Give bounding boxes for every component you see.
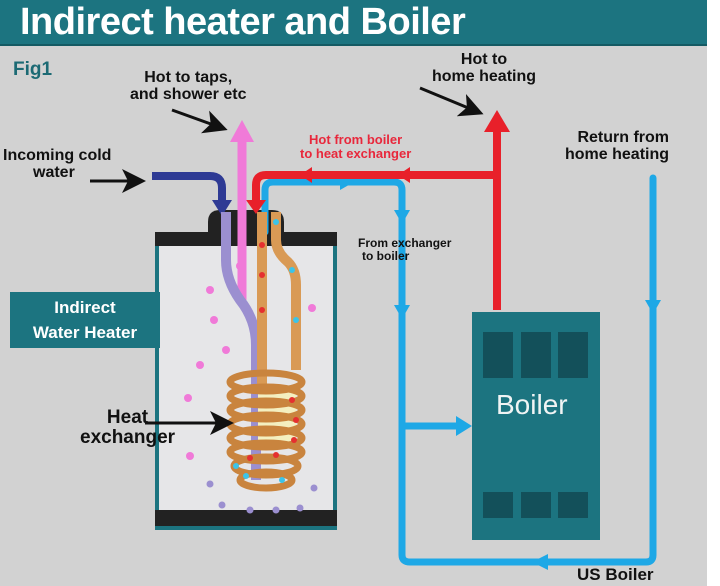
heated-water-particles <box>184 262 316 460</box>
label-line: home heating <box>432 67 537 85</box>
label-line: Incoming cold <box>3 147 112 164</box>
page-title: Indirect heater and Boiler <box>20 1 466 43</box>
boiler-label: Boiler <box>496 389 568 420</box>
label-line: exchanger <box>80 426 176 448</box>
label-line: water <box>33 163 75 181</box>
hot-pipe <box>252 128 501 310</box>
cold-water-particles <box>206 480 318 514</box>
pointer-arrows <box>90 86 484 435</box>
label-hot-to-taps: Hot to taps, and shower etc <box>130 69 247 104</box>
return-pipe-loop <box>261 174 657 566</box>
cool-water-dots <box>233 219 299 483</box>
boiler-unit <box>472 312 600 540</box>
label-hot-from-boiler: Hot from boiler to heat exchanger <box>300 133 411 160</box>
label-line: to heat exchanger <box>300 145 412 161</box>
label-incoming-cold-water: Incoming cold water <box>3 147 112 182</box>
label-line: From exchanger <box>358 236 452 250</box>
label-line: Water Heater <box>32 323 138 342</box>
label-line: Hot from boiler <box>309 132 403 147</box>
label-indirect-water-heater: Indirect Water Heater <box>10 292 160 348</box>
label-heat-exchanger: Heat exchanger <box>80 408 175 448</box>
label-line: Heat <box>106 407 149 428</box>
label-return-from-home-heating: Return from home heating <box>565 129 670 164</box>
label-line: to boiler <box>362 248 410 263</box>
dip-tube <box>221 212 261 480</box>
hx-return-pipe <box>271 212 301 370</box>
figure-label: Fig1 <box>13 59 53 80</box>
cold-inlet-pipe <box>152 172 226 205</box>
label-line: Indirect <box>54 298 116 317</box>
hot-water-dots <box>247 242 299 461</box>
label-line: and shower etc <box>130 85 247 103</box>
heat-exchanger-coil <box>226 369 306 492</box>
label-line: Hot to taps, <box>144 69 233 86</box>
label-line: Return from <box>577 129 670 146</box>
label-from-exchanger-to-boiler: From exchanger to boiler <box>358 237 451 262</box>
label-line: Hot to <box>460 51 508 68</box>
label-hot-to-home-heating: Hot to home heating <box>432 51 537 86</box>
title-bar: Indirect heater and Boiler <box>0 0 707 46</box>
caption: US Boiler <box>577 565 654 584</box>
hot-flow-arrows <box>246 110 510 214</box>
label-line: home heating <box>565 145 670 163</box>
